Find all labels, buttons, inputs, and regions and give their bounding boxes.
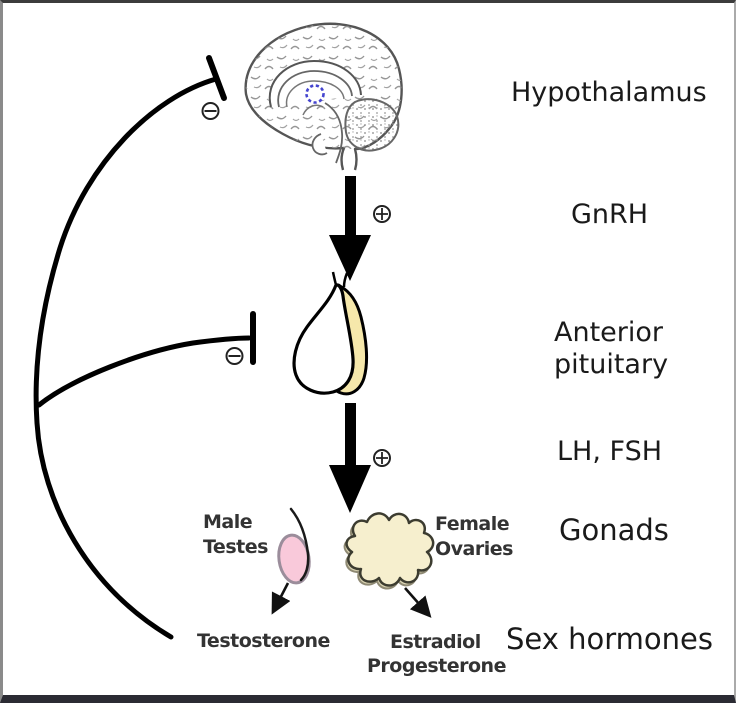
anterior-pituitary-label: Anterior pituitary xyxy=(554,317,668,382)
epididymis-line xyxy=(289,507,310,582)
testosterone-arrow xyxy=(271,582,291,615)
estradiol-label: Estradiol xyxy=(390,631,481,653)
testosterone-label: Testosterone xyxy=(197,630,330,652)
gonads-label: Gonads xyxy=(559,513,669,547)
female-ovaries-label: Female Ovaries xyxy=(435,512,513,562)
lh-fsh-label: LH, FSH xyxy=(557,436,663,467)
hypothalamus-marker-icon xyxy=(305,84,325,104)
male-label-line2: Testes xyxy=(203,536,268,558)
brain-illustration xyxy=(244,22,403,171)
female-label-line2: Ovaries xyxy=(435,538,513,560)
anterior-pituitary-line2: pituitary xyxy=(554,349,669,381)
stimulation-icon xyxy=(373,449,391,467)
inhibition-icon xyxy=(225,347,244,365)
testis-illustration xyxy=(277,507,311,585)
negative-feedback-curve-pituitary xyxy=(36,311,256,408)
sex-hormones-label: Sex hormones xyxy=(506,622,713,656)
inhibition-icon xyxy=(201,102,220,120)
hypothalamus-label: Hypothalamus xyxy=(511,77,707,108)
gnrh-arrow xyxy=(329,176,371,281)
female-label-line1: Female xyxy=(435,513,510,535)
inhibition-tbar-hypothalamus xyxy=(206,55,227,101)
ovary-illustration xyxy=(343,512,435,590)
estradiol-arrow xyxy=(404,587,432,618)
anterior-pituitary-line1: Anterior xyxy=(554,317,664,348)
lh-fsh-arrow xyxy=(329,403,371,513)
male-label-line1: Male xyxy=(203,511,253,533)
diagram-canvas xyxy=(33,22,435,640)
negative-feedback-curve-hypothalamus xyxy=(33,55,227,640)
progesterone-label: Progesterone xyxy=(367,655,506,677)
male-testes-label: Male Testes xyxy=(203,510,268,560)
gnrh-label: GnRH xyxy=(571,199,649,230)
pituitary-illustration xyxy=(292,271,369,396)
stimulation-icon xyxy=(373,205,391,223)
